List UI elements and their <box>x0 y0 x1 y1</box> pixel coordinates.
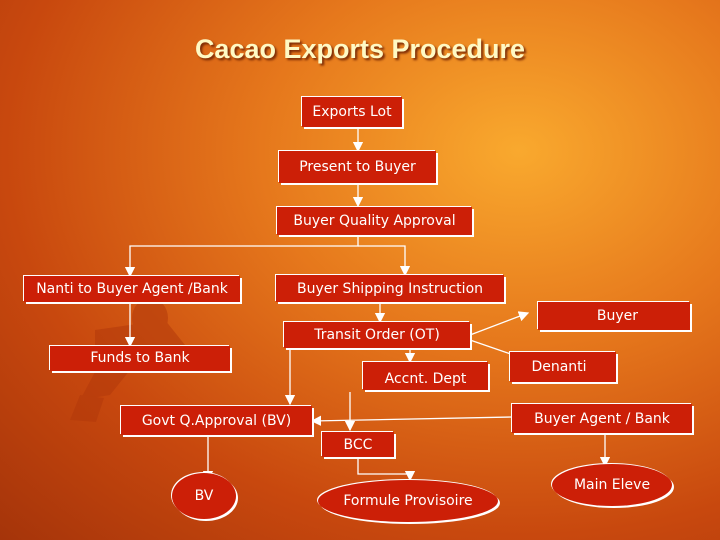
node-transit-order: Transit Order (OT) <box>284 322 470 348</box>
node-exports-lot: Exports Lot <box>302 97 402 127</box>
node-bcc: BCC <box>322 432 394 457</box>
node-main-eleve: Main Eleve <box>552 464 672 506</box>
connector-transit-to-buyer <box>469 311 530 336</box>
node-buyer: Buyer <box>538 302 690 330</box>
node-buyer-quality-approval: Buyer Quality Approval <box>277 207 472 235</box>
node-govt-q-approval: Govt Q.Approval (BV) <box>121 406 312 435</box>
node-funds-to-bank: Funds to Bank <box>50 346 230 371</box>
node-buyer-agent-bank: Buyer Agent / Bank <box>512 404 692 433</box>
diagram-title: Cacao Exports Procedure <box>194 34 526 64</box>
node-bv: BV <box>172 473 236 519</box>
node-buyer-shipping-instruction: Buyer Shipping Instruction <box>276 275 504 302</box>
node-formule-provisoire: Formule Provisoire <box>318 480 498 522</box>
connector-bcc-to-formule <box>357 456 416 482</box>
connector-quality-to-shipping <box>358 245 411 277</box>
node-accnt-dept: Accnt. Dept <box>363 362 488 390</box>
node-denanti: Denanti <box>510 352 616 382</box>
connector-agent-to-govt <box>310 415 513 427</box>
connector-quality-to-nanti <box>124 234 359 278</box>
node-nanti-to-buyer-agent-bank: Nanti to Buyer Agent /Bank <box>24 276 240 302</box>
node-present-to-buyer: Present to Buyer <box>279 151 436 183</box>
